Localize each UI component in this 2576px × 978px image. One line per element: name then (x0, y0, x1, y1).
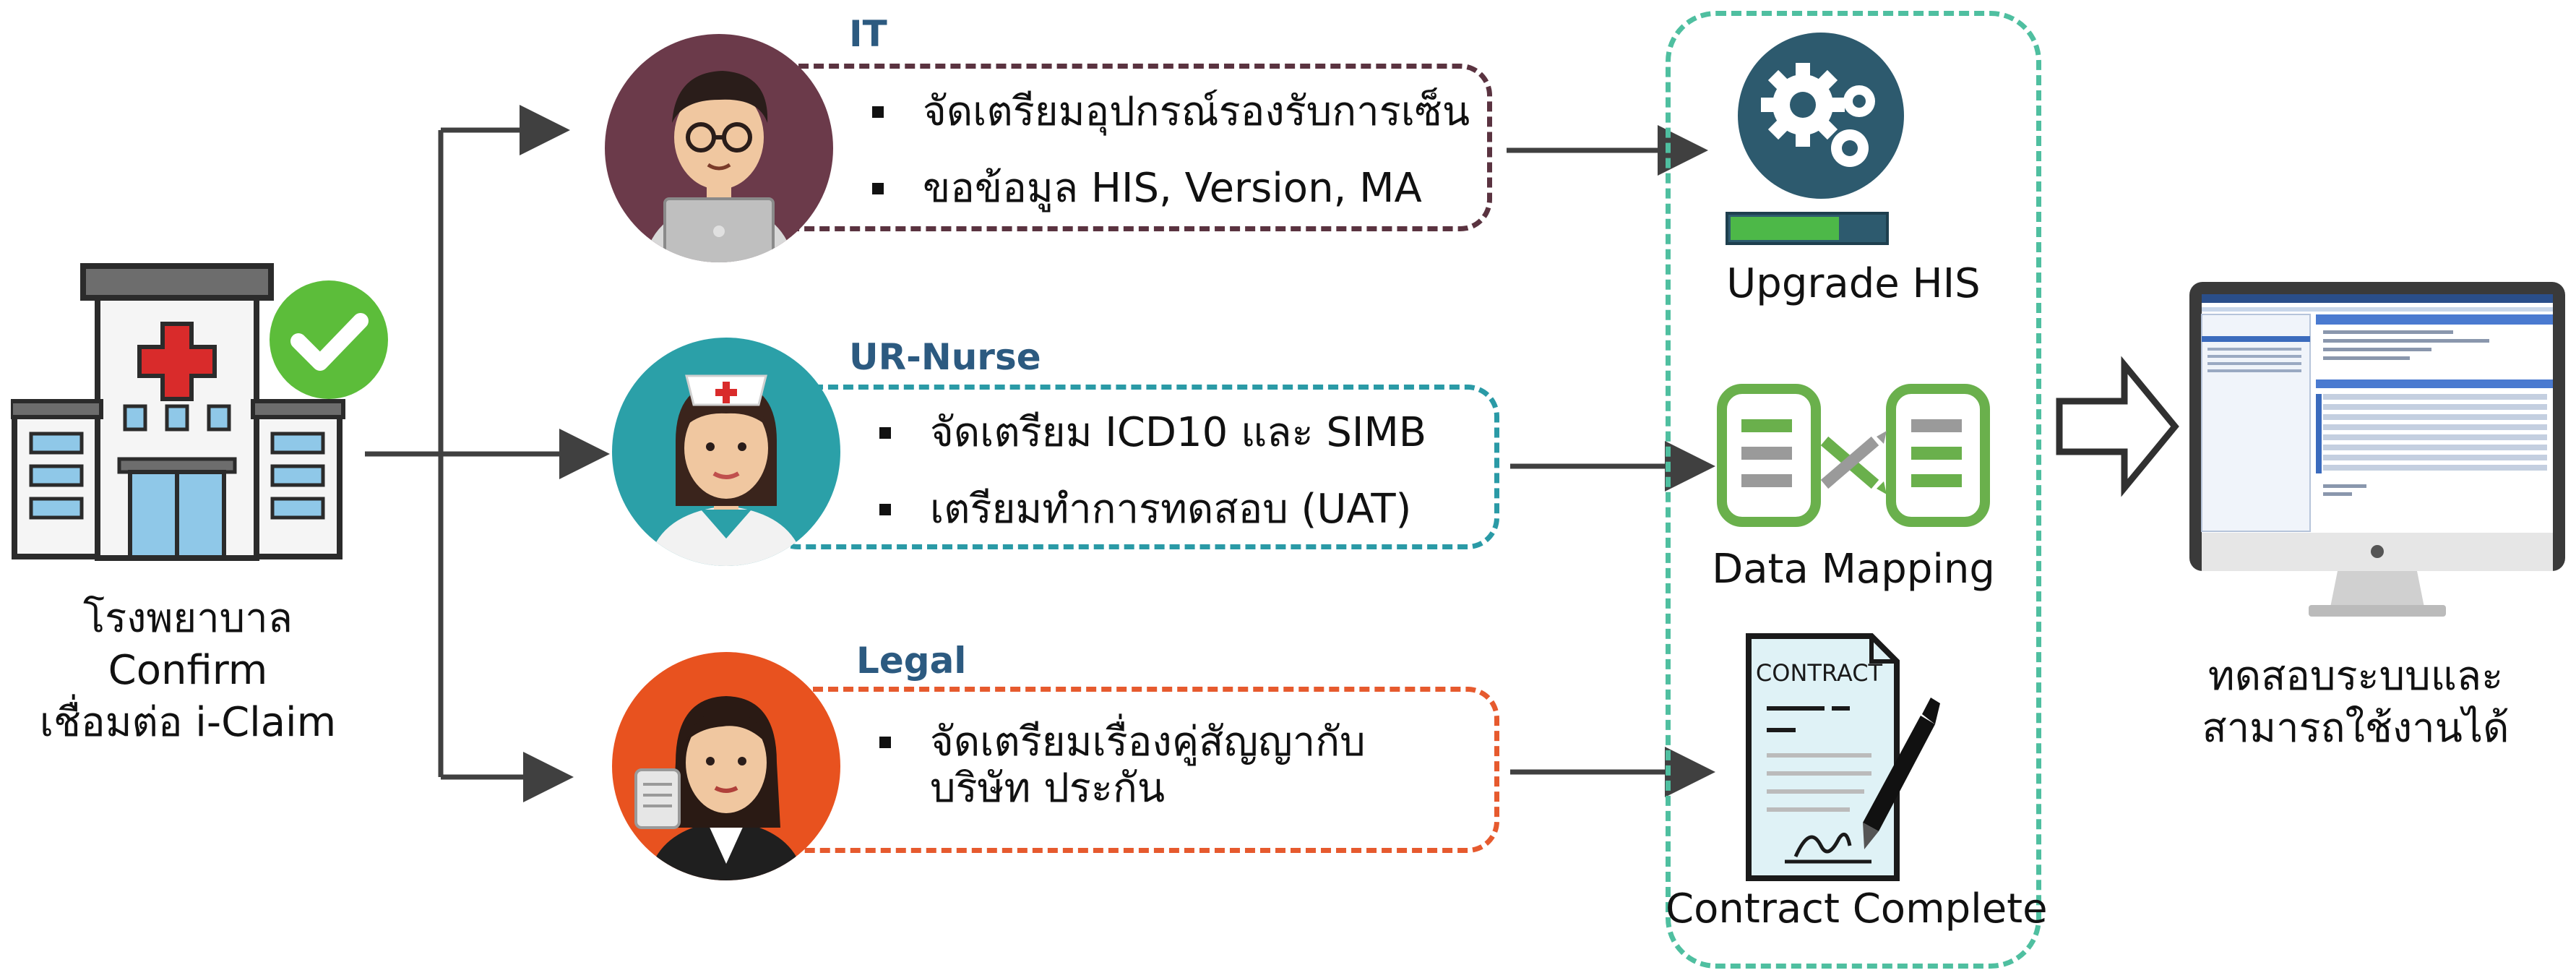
role-box-legal: จัดเตรียมเรื่องคู่สัญญากับบริษัท ประกัน (766, 687, 1499, 853)
hospital-label: โรงพยาบาล Confirm เชื่อมต่อ i-Claim (0, 593, 376, 749)
role-title-it: IT (849, 13, 887, 55)
monitor-icon (2189, 282, 2565, 617)
nurse-task-1: จัดเตรียม ICD10 และ SIMB (865, 410, 1494, 456)
nurse-task-2: เตรียมทำการทดสอบ (UAT) (865, 486, 1494, 533)
gears-icon (1726, 33, 1904, 245)
result-label-mapping: Data Mapping (1712, 546, 1995, 593)
it-avatar-icon (605, 34, 833, 262)
final-label-line2: สามารถใช้งานได้ (2202, 705, 2510, 752)
results-container (1666, 11, 2041, 969)
big-hollow-arrow (2056, 356, 2179, 497)
role-title-legal: Legal (856, 640, 967, 682)
role-box-nurse: จัดเตรียม ICD10 และ SIMB เตรียมทำการทดสอ… (766, 385, 1499, 549)
role-title-nurse: UR-Nurse (849, 336, 1041, 378)
legal-avatar-icon (612, 652, 840, 880)
hospital-icon (11, 263, 388, 561)
result-label-contract: Contract Complete (1666, 885, 2048, 932)
result-label-upgrade: Upgrade HIS (1726, 260, 1981, 307)
legal-task-1: จัดเตรียมเรื่องคู่สัญญากับบริษัท ประกัน (865, 719, 1429, 812)
final-result-label: ทดสอบระบบและ สามารถใช้งานได้ (2139, 651, 2572, 755)
hospital-label-line2: เชื่อมต่อ i-Claim (39, 699, 337, 746)
nurse-task-list: จัดเตรียม ICD10 และ SIMB เตรียมทำการทดสอ… (865, 410, 1494, 533)
nurse-avatar-icon (612, 338, 840, 566)
it-task-2: ขอข้อมูล HIS, Version, MA (858, 166, 1487, 212)
data-mapping-icon (1717, 384, 1990, 527)
it-task-1: จัดเตรียมอุปกรณ์รองรับการเซ็น (858, 89, 1487, 135)
contract-document-icon (1746, 633, 1940, 881)
it-task-list: จัดเตรียมอุปกรณ์รองรับการเซ็น ขอข้อมูล H… (858, 89, 1487, 212)
hospital-label-line1: โรงพยาบาล Confirm (83, 595, 293, 694)
role-box-it: จัดเตรียมอุปกรณ์รองรับการเซ็น ขอข้อมูล H… (751, 64, 1492, 231)
legal-task-list: จัดเตรียมเรื่องคู่สัญญากับบริษัท ประกัน (865, 719, 1429, 812)
contract-doc-title: CONTRACT (1755, 659, 1883, 687)
final-label-line1: ทดสอบระบบและ (2207, 653, 2504, 700)
